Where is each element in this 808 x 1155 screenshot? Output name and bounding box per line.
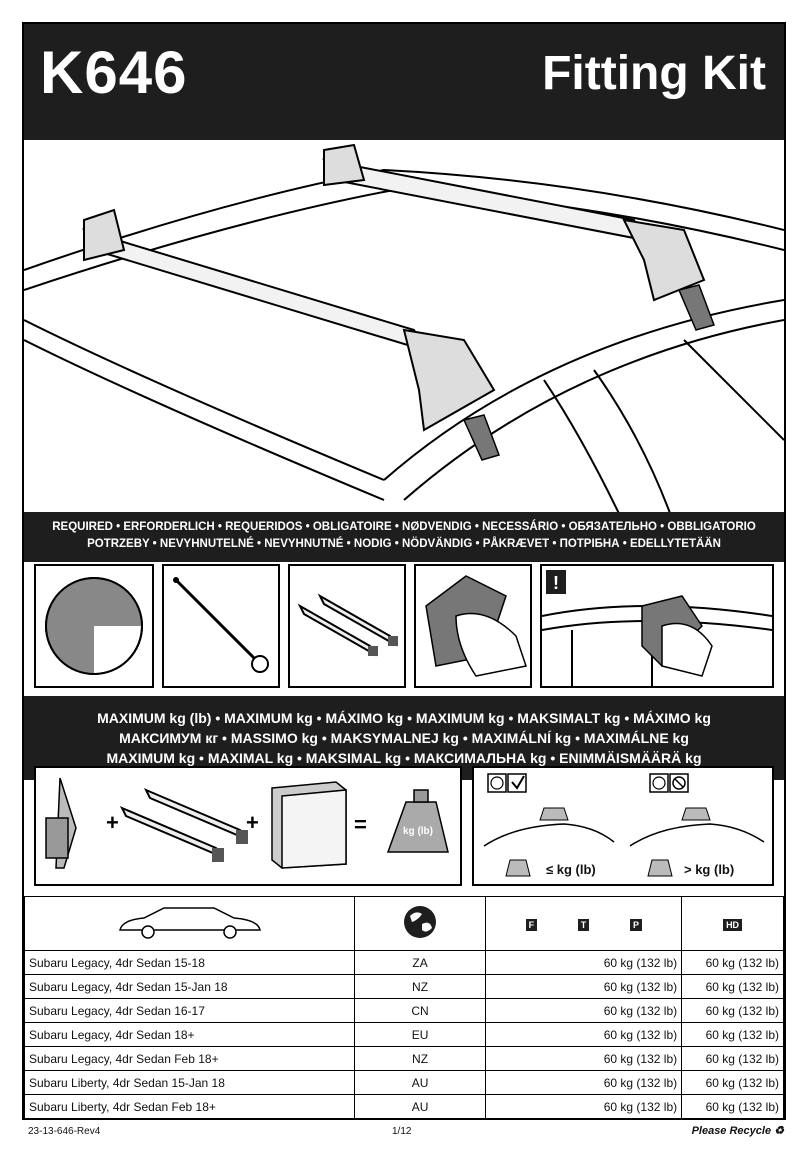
market-cell: NZ <box>353 974 487 999</box>
table-row: Subaru Legacy, 4dr Sedan 15-18 ZA 60 kg … <box>24 950 784 975</box>
load-hd-cell: 60 kg (132 lb) <box>681 998 784 1023</box>
vehicle-column-header <box>24 896 355 951</box>
market-column-header <box>353 896 487 951</box>
globe-icon <box>404 906 437 938</box>
table-row: Subaru Legacy, 4dr Sedan 15-Jan 18 NZ 60… <box>24 974 784 999</box>
load-hd-cell: 60 kg (132 lb) <box>681 1070 784 1095</box>
car-icon <box>119 907 262 939</box>
load-cell: 60 kg (132 lb) <box>485 950 683 975</box>
load-hd-cell: 60 kg (132 lb) <box>681 1094 784 1118</box>
load-cell: 60 kg (132 lb) <box>485 1022 683 1047</box>
torque-tool-box <box>162 564 280 688</box>
bar-hd-tag: HD <box>723 918 743 931</box>
market-cell: AU <box>353 1070 487 1095</box>
required-band: REQUIRED • ERFORDERLICH • REQUERIDOS • O… <box>24 512 784 562</box>
table-row: Subaru Legacy, 4dr Sedan Feb 18+ NZ 60 k… <box>24 1046 784 1071</box>
market-cell: NZ <box>353 1046 487 1071</box>
model-number: K646 <box>40 39 188 106</box>
load-equation-icon: + + = kg (lb) <box>45 777 449 869</box>
driving-behaviour-icon <box>483 773 765 877</box>
load-cell: 60 kg (132 lb) <box>485 1070 683 1095</box>
max-line-3: MAXIMUM kg • MAXIMAL kg • MAKSIMAL kg • … <box>106 750 702 766</box>
page-number: 1/12 <box>392 1126 412 1137</box>
car-roof-with-bars-icon <box>24 143 784 525</box>
load-hd-cell: 60 kg (132 lb) <box>681 974 784 999</box>
vehicle-cell: Subaru Legacy, 4dr Sedan Feb 18+ <box>24 1046 355 1071</box>
document-reference: 23-13-646-Rev4 <box>28 1126 101 1137</box>
table-row: Subaru Liberty, 4dr Sedan Feb 18+ AU 60 … <box>24 1094 784 1118</box>
page-title: Fitting Kit <box>542 47 766 100</box>
ride-gt-label: > kg (lb) <box>684 862 735 877</box>
required-line-1: REQUIRED • ERFORDERLICH • REQUERIDOS • O… <box>52 521 756 533</box>
svg-text:=: = <box>354 812 367 837</box>
roof-rack-illustration <box>24 140 784 525</box>
weight-label: kg (lb) <box>403 826 433 837</box>
vehicle-cell: Subaru Liberty, 4dr Sedan 15-Jan 18 <box>24 1070 355 1095</box>
clean-roof-warning-box: ! <box>540 564 774 688</box>
load-hd-cell: 60 kg (132 lb) <box>681 1022 784 1047</box>
svg-text:+: + <box>106 810 119 835</box>
market-cell: AU <box>353 1094 487 1118</box>
load-hd-cell: 60 kg (132 lb) <box>681 1046 784 1071</box>
ride-le-label: ≤ kg (lb) <box>546 862 596 877</box>
vehicle-cell: Subaru Liberty, 4dr Sedan Feb 18+ <box>24 1094 355 1118</box>
roof-bars-box <box>288 564 406 688</box>
fitment-table: F T P HD Subaru Legacy, 4dr Sedan 15-18 … <box>24 896 784 1118</box>
required-line-2: POTRZEBY • NEVYHNUTELNÉ • NEVYHNUTNÉ • N… <box>87 538 721 550</box>
load-hd-cell: 60 kg (132 lb) <box>681 950 784 975</box>
max-line-2: МАКСИМУМ кг • MASSIMO kg • MAKSYMALNEJ k… <box>119 730 689 746</box>
table-row: Subaru Legacy, 4dr Sedan 18+ EU 60 kg (1… <box>24 1022 784 1047</box>
cloth-wipe-box <box>414 564 532 688</box>
market-cell: ZA <box>353 950 487 975</box>
foot-f-tag: F <box>525 918 538 931</box>
time-required-box <box>34 564 154 688</box>
load-cell: 60 kg (132 lb) <box>485 974 683 999</box>
clock-icon <box>45 577 143 675</box>
fitting-instructions-page: K646 Fitting Kit <box>22 22 786 1120</box>
load-cell: 60 kg (132 lb) <box>485 998 683 1023</box>
vehicle-cell: Subaru Legacy, 4dr Sedan 15-18 <box>24 950 355 975</box>
warning-clean-roof-icon: ! <box>541 570 773 686</box>
load-calculation-box: + + = kg (lb) <box>34 766 462 886</box>
header: K646 Fitting Kit <box>24 24 784 140</box>
vehicle-cell: Subaru Legacy, 4dr Sedan 16-17 <box>24 998 355 1023</box>
market-cell: CN <box>353 998 487 1023</box>
market-cell: EU <box>353 1022 487 1047</box>
torque-tool-icon <box>173 577 269 673</box>
foot-p-tag: P <box>629 918 642 931</box>
vehicle-cell: Subaru Legacy, 4dr Sedan 15-Jan 18 <box>24 974 355 999</box>
load-fpt-column-header: F T P <box>485 896 683 951</box>
recycle-note: Please Recycle ♻ <box>691 1125 784 1137</box>
svg-text:!: ! <box>553 573 559 593</box>
roof-bars-icon <box>297 593 398 657</box>
fitment-table-header: F T P HD <box>24 896 784 951</box>
svg-text:+: + <box>246 810 259 835</box>
footer: 23-13-646-Rev4 1/12 Please Recycle ♻ <box>22 1124 786 1144</box>
driving-behaviour-box: ≤ kg (lb) > kg (lb) <box>472 766 774 886</box>
max-line-1: MAXIMUM kg (lb) • MAXIMUM kg • MÁXIMO kg… <box>97 710 711 726</box>
cloth-wipe-icon <box>425 575 527 677</box>
vehicle-cell: Subaru Legacy, 4dr Sedan 18+ <box>24 1022 355 1047</box>
load-cell: 60 kg (132 lb) <box>485 1094 683 1118</box>
table-row: Subaru Legacy, 4dr Sedan 16-17 CN 60 kg … <box>24 998 784 1023</box>
load-cell: 60 kg (132 lb) <box>485 1046 683 1071</box>
load-hd-column-header: HD <box>681 896 784 951</box>
foot-t-tag: T <box>577 918 590 931</box>
table-row: Subaru Liberty, 4dr Sedan 15-Jan 18 AU 6… <box>24 1070 784 1095</box>
required-items-row: ! <box>34 564 774 692</box>
